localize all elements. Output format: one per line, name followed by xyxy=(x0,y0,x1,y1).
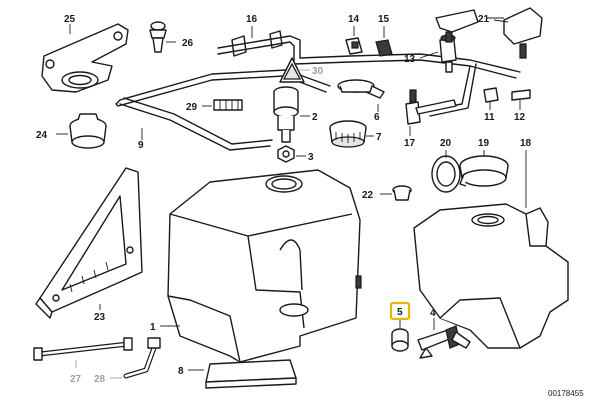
part-24-cap[interactable] xyxy=(69,113,107,149)
part-17-bracket[interactable] xyxy=(405,89,457,125)
part-26-clip[interactable] xyxy=(149,21,167,53)
callout-labels: 25 26 16 14 15 21 13 30 29 2 6 11 12 24 … xyxy=(36,14,532,385)
callout-15[interactable]: 15 xyxy=(378,14,390,25)
callout-7[interactable]: 7 xyxy=(376,132,382,143)
callout-1[interactable]: 1 xyxy=(150,322,156,333)
part-21-nozzle[interactable] xyxy=(503,7,543,59)
callout-2[interactable]: 2 xyxy=(312,112,318,123)
callout-20[interactable]: 20 xyxy=(440,138,452,149)
part-2-washer-pump[interactable] xyxy=(273,86,299,143)
part-27-hose-connector[interactable] xyxy=(33,337,133,361)
part-6-bracket[interactable] xyxy=(337,79,385,99)
part-12-connector[interactable] xyxy=(511,89,531,110)
callout-23[interactable]: 23 xyxy=(94,312,106,323)
callout-19[interactable]: 19 xyxy=(478,138,490,149)
part-14-connector[interactable] xyxy=(345,37,363,55)
part-30-warning-label[interactable] xyxy=(279,57,305,83)
callout-30[interactable]: 30 xyxy=(312,66,324,77)
part-5-seal[interactable] xyxy=(391,328,409,352)
part-7-filter[interactable] xyxy=(329,120,367,148)
part-22-grommet[interactable] xyxy=(392,185,412,201)
callout-27[interactable]: 27 xyxy=(70,374,82,385)
part-1-tank[interactable] xyxy=(167,169,362,363)
callout-17[interactable]: 17 xyxy=(404,138,416,149)
part-25-bracket[interactable] xyxy=(41,23,129,93)
callout-16[interactable]: 16 xyxy=(246,14,258,25)
part-29-bolt[interactable] xyxy=(213,99,243,111)
callout-12[interactable]: 12 xyxy=(514,112,526,123)
part-8-pad[interactable] xyxy=(205,359,297,389)
callout-18[interactable]: 18 xyxy=(520,138,532,149)
callout-14[interactable]: 14 xyxy=(348,14,360,25)
part-28-elbow[interactable] xyxy=(123,337,161,379)
callout-22[interactable]: 22 xyxy=(362,190,374,201)
part-16-clamp[interactable] xyxy=(231,30,283,57)
callout-8[interactable]: 8 xyxy=(178,366,184,377)
washer-hose-upper xyxy=(217,35,521,117)
callout-13[interactable]: 13 xyxy=(404,54,416,65)
part-15-clip[interactable] xyxy=(375,39,393,57)
callout-9[interactable]: 9 xyxy=(138,140,144,151)
callout-5-highlighted[interactable]: 5 xyxy=(389,301,411,321)
callout-21[interactable]: 21 xyxy=(478,14,490,25)
part-9-hose[interactable] xyxy=(115,69,331,151)
highlight-box xyxy=(389,301,411,321)
reference-code: 00178455 xyxy=(548,389,584,398)
part-4-sensor[interactable] xyxy=(417,325,471,359)
part-11-tee[interactable] xyxy=(483,87,499,110)
part-3-nut[interactable] xyxy=(277,145,295,163)
callout-28[interactable]: 28 xyxy=(94,374,106,385)
part-20-cap[interactable] xyxy=(431,155,461,193)
callout-25[interactable]: 25 xyxy=(64,14,76,25)
callout-3[interactable]: 3 xyxy=(308,152,314,163)
callout-26[interactable]: 26 xyxy=(182,38,194,49)
part-19-filler-cap[interactable] xyxy=(459,155,509,187)
callout-11[interactable]: 11 xyxy=(484,112,495,123)
callout-4[interactable]: 4 xyxy=(430,308,436,319)
part-10-nozzle[interactable] xyxy=(435,9,479,43)
callout-24[interactable]: 24 xyxy=(36,130,48,141)
callout-6[interactable]: 6 xyxy=(374,112,380,123)
part-18-tank[interactable] xyxy=(413,203,569,349)
callout-29[interactable]: 29 xyxy=(186,102,198,113)
part-23-bracket[interactable] xyxy=(35,167,143,319)
callout-5: 5 xyxy=(397,307,403,318)
